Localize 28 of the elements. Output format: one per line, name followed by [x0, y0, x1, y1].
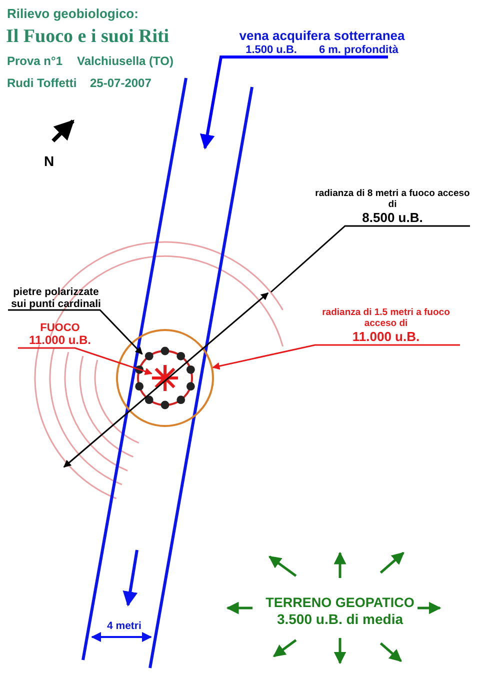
test-label: Prova n°1	[7, 54, 62, 68]
date-label: 25-07-2007	[90, 76, 152, 90]
leader-line	[200, 56, 388, 150]
callout-text: pietre polarizzate sui punti cardinali	[10, 286, 102, 310]
vein-note: vena acquifera sotterranea	[239, 29, 405, 44]
leader-line	[8, 309, 143, 355]
callout-text: 8.500 u.B.	[362, 211, 423, 226]
north-label: N	[44, 153, 54, 169]
radiance-circle	[116, 329, 214, 427]
callout-text: radianza di 8 metri a fuoco acceso di	[315, 189, 470, 212]
callout-text: 11.000 u.B.	[28, 334, 92, 348]
dimension-label: 4 metri	[107, 620, 142, 632]
fire-icon	[152, 365, 178, 391]
callout-text: FUOCO	[40, 322, 80, 334]
author-label: Rudi Toffetti	[7, 76, 77, 90]
vein-note: 1.500 u.B.	[246, 44, 297, 57]
title: Il Fuoco e i suoi Riti	[6, 26, 170, 48]
leader-line	[18, 347, 152, 376]
leader-line	[270, 225, 470, 293]
subtitle: Rilievo geobiologico:	[7, 6, 138, 21]
callout-text: radianza di 1.5 metri a fuoco acceso di	[321, 308, 451, 330]
stone-ring-drawing	[135, 346, 195, 410]
callout-text: 11.000 u.B.	[352, 330, 420, 345]
area-note: TERRENO GEOPATICO	[266, 595, 414, 611]
area-note: 3.500 u.B. di media	[276, 610, 404, 627]
place-label: Valchiusella (TO)	[77, 54, 174, 68]
vein-note: 6 m. profondità	[318, 44, 398, 57]
leader-line	[212, 344, 460, 370]
